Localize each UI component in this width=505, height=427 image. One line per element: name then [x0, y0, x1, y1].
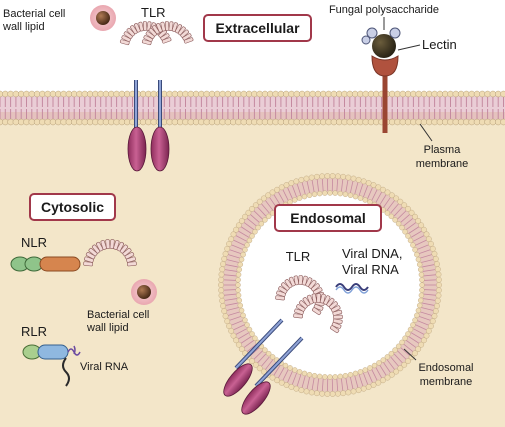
endosomal-box	[274, 204, 382, 232]
bacterial-lipid-ligand-nlr	[131, 279, 157, 305]
cytosolic-label: Cytosolic	[41, 199, 104, 215]
plasma-membrane-label-2: membrane	[416, 158, 469, 170]
cytosolic-box	[29, 193, 116, 221]
bacterial-lipid-top-label-2: wall lipid	[2, 21, 45, 33]
nlr-label: NLR	[21, 235, 47, 250]
endosomal-label: Endosomal	[290, 210, 365, 226]
fungal-polysaccharide	[361, 27, 401, 58]
plasma-membrane-label-1: Plasma	[424, 144, 462, 156]
viral-rna-label: Viral RNA	[80, 361, 129, 373]
fungal-polysaccharide-label: Fungal polysaccharide	[329, 4, 439, 16]
bacterial-lipid-nlr-label-2: wall lipid	[86, 322, 129, 334]
viral-dna-rna-label-1: Viral DNA,	[342, 246, 402, 261]
extracellular-label: Extracellular	[215, 20, 300, 36]
bacterial-lipid-ligand-top	[90, 5, 116, 31]
nlr-lrr-domain	[83, 239, 137, 267]
lectin-label: Lectin	[422, 37, 457, 52]
bacterial-lipid-top-label-1: Bacterial cell	[3, 8, 65, 20]
rlr-label: RLR	[21, 324, 47, 339]
viral-dna-rna-label-2: Viral RNA	[342, 262, 399, 277]
lectin-leader-line	[397, 44, 421, 51]
tlr-top-label: TLR	[141, 5, 166, 20]
endosomal-membrane-label-2: membrane	[420, 376, 473, 388]
extracellular-box	[203, 14, 312, 42]
bacterial-lipid-nlr-label-1: Bacterial cell	[87, 309, 149, 321]
tlr-endosomal-label: TLR	[286, 249, 311, 264]
plasma-membrane-bilayer	[0, 90, 505, 126]
rlr-receptor	[22, 344, 81, 387]
nlr-receptor	[10, 256, 81, 272]
tlr-endosomal	[223, 275, 343, 415]
viral-nucleic-acid	[335, 283, 369, 291]
endosomal-membrane-label-1: Endosomal	[418, 362, 473, 374]
tlr-plasma-membrane	[119, 21, 194, 172]
lectin-receptor	[371, 55, 399, 133]
